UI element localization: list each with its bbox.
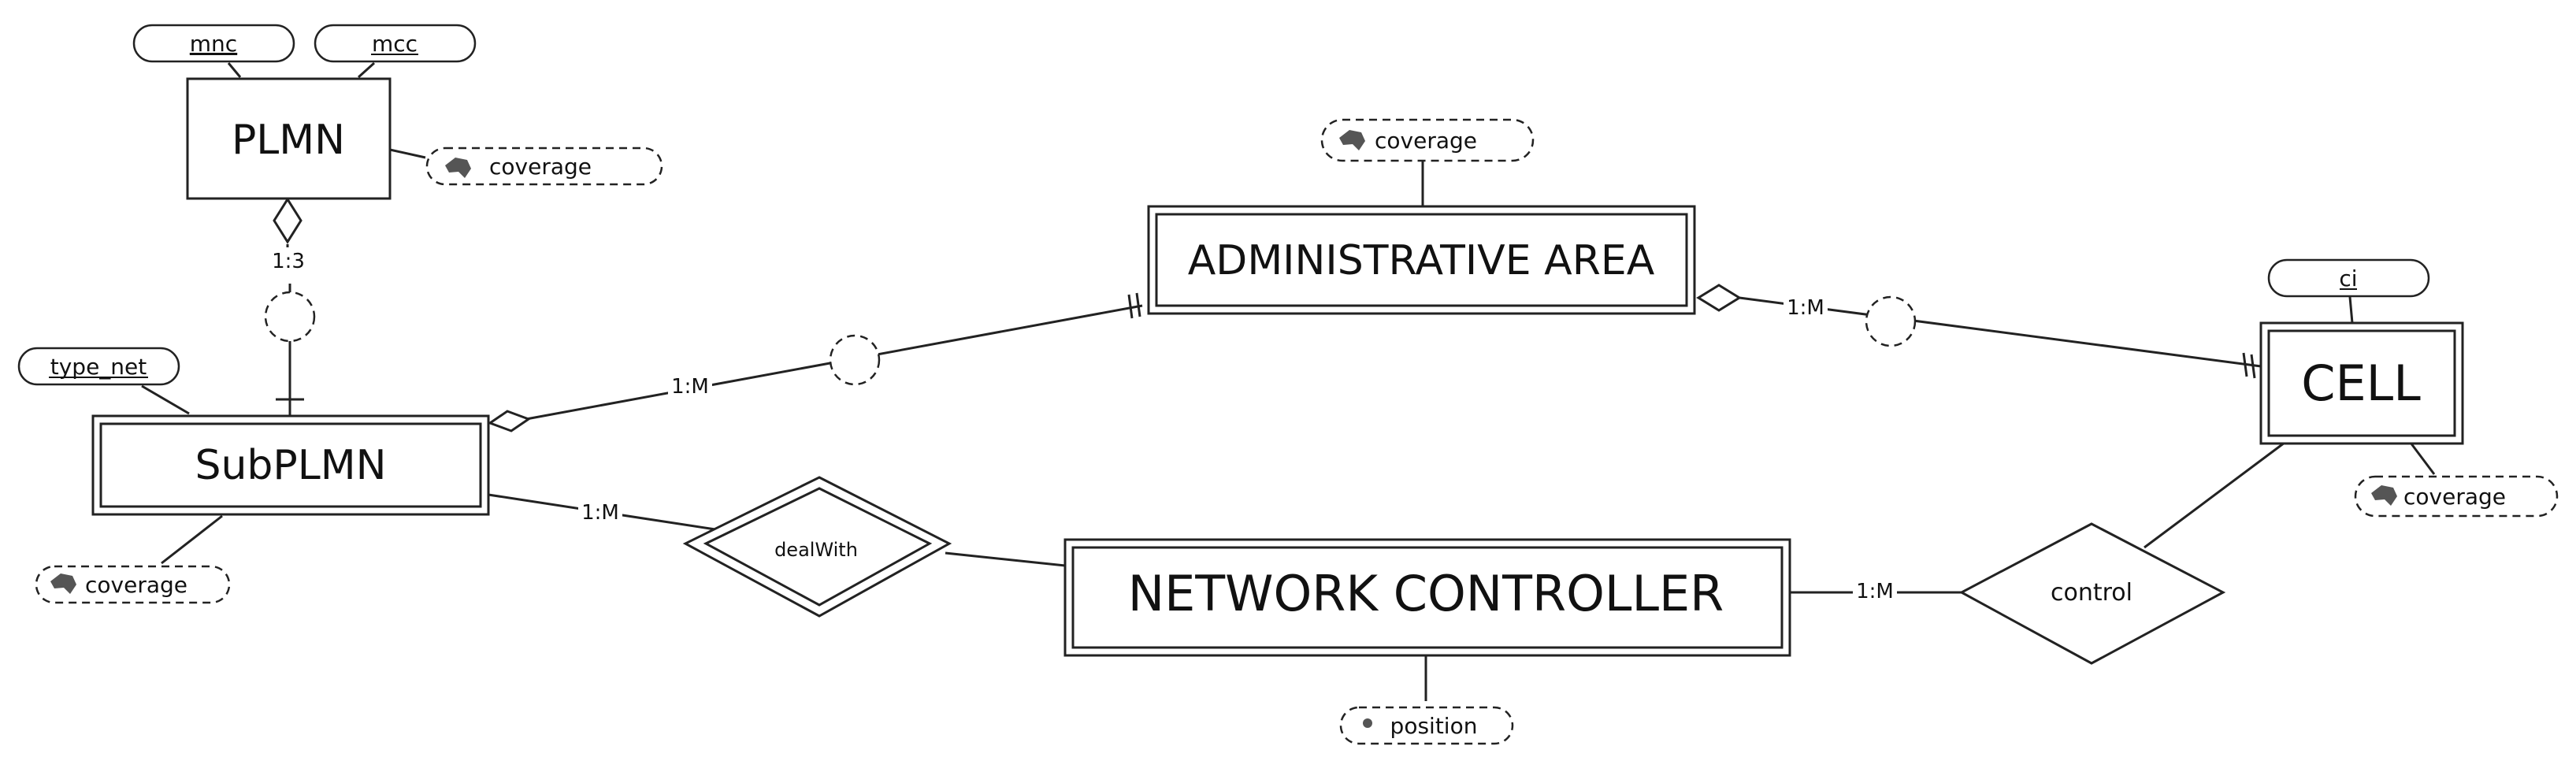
attr-mcc-label: mcc xyxy=(372,31,418,57)
entity-cell-title: CELL xyxy=(2301,354,2421,412)
attribute-plmn-coverage[interactable]: coverage xyxy=(425,147,663,186)
double-bar-admin-2 xyxy=(1135,292,1141,317)
attribute-cell-ci[interactable]: ci xyxy=(2267,258,2430,298)
attr-position-label: position xyxy=(1390,713,1478,739)
line-dealwith-nc xyxy=(945,551,1066,567)
aggregation-markers xyxy=(273,197,1742,432)
attr-ci-label: ci xyxy=(2339,265,2357,291)
entity-subplmn[interactable]: SubPLMN xyxy=(91,414,490,516)
entity-subplmn-title: SubPLMN xyxy=(195,442,386,489)
card-nc-control: 1:M xyxy=(1856,580,1894,603)
attr-cell-coverage-label: coverage xyxy=(2403,484,2506,510)
card-plmn-subplmn: 1:3 xyxy=(272,250,305,273)
line-control-cell xyxy=(2144,441,2285,549)
aggregation-diamond-subplmn xyxy=(487,410,532,432)
relationship-control[interactable]: control xyxy=(1958,522,2226,665)
aggregation-diamond-admin xyxy=(1696,284,1742,312)
attribute-plmn-mcc[interactable]: mcc xyxy=(314,24,477,63)
entity-administrative-area[interactable]: ADMINISTRATIVE AREA xyxy=(1147,205,1696,315)
entity-plmn[interactable]: PLMN xyxy=(186,77,392,200)
attribute-cell-coverage[interactable]: coverage xyxy=(2354,475,2559,518)
double-bar-admin-1 xyxy=(1127,294,1134,319)
card-subplmn-admin: 1:M xyxy=(671,375,709,399)
relationship-dealwith[interactable]: dealWith xyxy=(682,476,952,618)
card-subplmn-dealwith: 1:M xyxy=(581,501,619,525)
attribute-subplmn-typenet[interactable]: type_net xyxy=(17,347,180,386)
entity-admin-area-title: ADMINISTRATIVE AREA xyxy=(1188,237,1655,284)
attribute-subplmn-coverage[interactable]: coverage xyxy=(35,565,231,604)
cardinality-labels: 1:3 1:M 1:M 1:M 1:M xyxy=(268,247,1897,603)
polygon-spatial-icon xyxy=(2371,485,2397,506)
entity-cell[interactable]: CELL xyxy=(2259,321,2464,445)
attr-plmn-coverage-label: coverage xyxy=(489,154,592,180)
attr-admin-coverage-label: coverage xyxy=(1375,128,1477,154)
entity-network-controller[interactable]: NETWORK CONTROLLER xyxy=(1063,538,1791,657)
link-markers xyxy=(264,291,1917,386)
attribute-admin-coverage[interactable]: coverage xyxy=(1320,118,1535,162)
relationship-dealwith-label: dealWith xyxy=(774,539,858,561)
line-subplmn-typenet xyxy=(141,384,190,415)
line-subplmn-coverage xyxy=(161,514,223,565)
attr-subplmn-coverage-label: coverage xyxy=(85,572,187,598)
double-bar-cell-1 xyxy=(2242,352,2248,377)
attribute-nc-position[interactable]: position xyxy=(1339,706,1514,745)
line-cell-coverage xyxy=(2409,442,2436,475)
polygon-spatial-icon xyxy=(1339,130,1365,150)
aggregation-diamond-plmn xyxy=(273,197,303,244)
relationship-control-label: control xyxy=(2051,579,2132,607)
entity-plmn-title: PLMN xyxy=(232,117,345,164)
line-plmn-mnc xyxy=(227,62,242,78)
line-plmn-mcc xyxy=(357,61,376,79)
dashed-circle-admin-cell xyxy=(1865,295,1917,347)
line-cell-ci xyxy=(2348,296,2354,324)
attr-mnc-label: mnc xyxy=(190,31,237,57)
polygon-spatial-icon xyxy=(445,158,471,178)
double-bar-cell-2 xyxy=(2250,354,2256,379)
card-admin-cell: 1:M xyxy=(1787,296,1824,320)
dashed-circle-subplmn-admin xyxy=(829,334,881,386)
entity-nc-title: NETWORK CONTROLLER xyxy=(1128,565,1724,622)
line-plmn-coverage xyxy=(389,148,426,159)
attr-typenet-label: type_net xyxy=(50,354,147,380)
mandatory-markers xyxy=(1127,292,2256,379)
attribute-plmn-mnc[interactable]: mnc xyxy=(132,24,295,63)
point-spatial-icon xyxy=(1363,718,1372,728)
dashed-circle-plmn-link xyxy=(264,291,316,343)
polygon-spatial-icon xyxy=(50,573,76,594)
